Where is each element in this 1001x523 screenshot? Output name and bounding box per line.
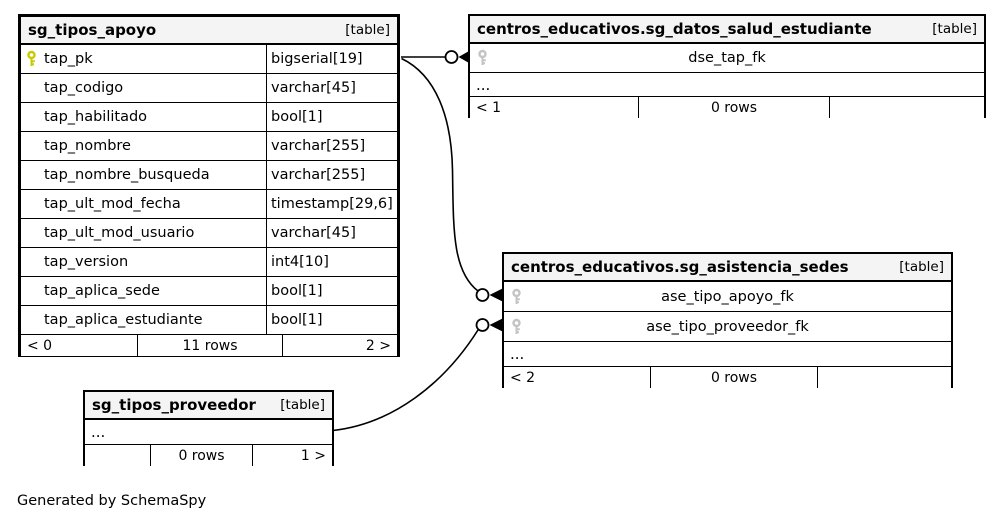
row-count: 0 rows: [638, 97, 830, 118]
table-footer: < 1 0 rows: [470, 97, 984, 118]
table-node-sg_datos_salud_estudiante[interactable]: centros_educativos.sg_datos_salud_estudi…: [468, 14, 986, 118]
table-header: centros_educativos.sg_asistencia_sedes […: [504, 254, 951, 282]
column-row: tap_codigo varchar[45]: [21, 74, 397, 103]
foreign-key-icon: [478, 49, 487, 65]
table-footer: < 0 11 rows 2 >: [21, 335, 397, 356]
column-row: tap_version int4[10]: [21, 248, 397, 277]
prev-relations-count: [85, 445, 150, 466]
foreign-key-icon: [512, 288, 521, 304]
column-row: tap_habilitado bool[1]: [21, 103, 397, 132]
table-title: sg_tipos_apoyo: [28, 21, 157, 39]
prev-relations-count: < 1: [476, 99, 502, 116]
column-type: bigserial[19]: [271, 51, 363, 67]
column-name: tap_aplica_estudiante: [44, 312, 203, 328]
fk-column-row: dse_tap_fk: [470, 44, 984, 73]
column-name: tap_nombre_busqueda: [44, 167, 210, 183]
column-row: tap_nombre_busqueda varchar[255]: [21, 161, 397, 190]
column-name: tap_ult_mod_usuario: [44, 225, 195, 241]
relationship-tap_pk-dse_tap_fk: [401, 50, 470, 64]
table-node-sg_tipos_apoyo[interactable]: sg_tipos_apoyo [table] tap_pk bigserial[…: [18, 14, 400, 357]
more-columns-ellipsis: ...: [85, 420, 332, 445]
column-name: tap_pk: [44, 51, 93, 67]
more-columns-ellipsis: ...: [470, 73, 984, 97]
table-title: centros_educativos.sg_datos_salud_estudi…: [477, 20, 872, 38]
next-relations-count: 1 >: [300, 447, 326, 464]
table-node-sg_tipos_proveedor[interactable]: sg_tipos_proveedor [table] ... 0 rows 1 …: [83, 390, 334, 466]
prev-relations-count: < 0: [27, 337, 53, 354]
table-footer: < 2 0 rows: [504, 367, 951, 388]
column-name: ase_tipo_apoyo_fk: [661, 288, 794, 305]
primary-key-icon: [27, 50, 36, 66]
row-count: 11 rows: [137, 335, 283, 356]
fk-column-row: ase_tipo_apoyo_fk: [504, 282, 951, 312]
column-type: bool[1]: [271, 312, 323, 328]
fk-column-row: ase_tipo_proveedor_fk: [504, 312, 951, 342]
column-row: tap_ult_mod_fecha timestamp[29,6]: [21, 190, 397, 219]
table-type-badge: [table]: [899, 259, 944, 275]
foreign-key-icon: [512, 318, 521, 334]
column-name: ase_tipo_proveedor_fk: [646, 318, 809, 335]
column-type: varchar[255]: [271, 138, 366, 154]
column-type: varchar[45]: [271, 80, 356, 96]
table-node-sg_asistencia_sedes[interactable]: centros_educativos.sg_asistencia_sedes […: [502, 252, 953, 388]
column-name: dse_tap_fk: [688, 50, 766, 66]
table-title: centros_educativos.sg_asistencia_sedes: [511, 258, 849, 276]
column-row: tap_nombre varchar[255]: [21, 132, 397, 161]
next-relations-count: [830, 97, 984, 118]
column-name: tap_habilitado: [44, 109, 148, 125]
column-name: tap_codigo: [44, 80, 124, 96]
column-type: int4[10]: [271, 254, 329, 270]
table-title: sg_tipos_proveedor: [92, 396, 256, 414]
column-type: bool[1]: [271, 109, 323, 125]
column-row: tap_pk bigserial[19]: [21, 45, 397, 74]
column-row: tap_aplica_sede bool[1]: [21, 277, 397, 306]
row-count: 0 rows: [150, 445, 253, 466]
generated-by-note: Generated by SchemaSpy: [17, 493, 207, 509]
column-name: tap_nombre: [44, 138, 131, 154]
more-columns-ellipsis: ...: [504, 342, 951, 367]
column-type: bool[1]: [271, 283, 323, 299]
table-header: centros_educativos.sg_datos_salud_estudi…: [470, 16, 984, 44]
column-name: tap_ult_mod_fecha: [44, 196, 181, 212]
prev-relations-count: < 2: [510, 369, 536, 386]
table-type-badge: [table]: [932, 21, 977, 37]
table-header: sg_tipos_apoyo [table]: [21, 17, 397, 45]
table-header: sg_tipos_proveedor [table]: [85, 392, 332, 420]
column-type: varchar[45]: [271, 225, 356, 241]
next-relations-count: 2 >: [365, 337, 391, 354]
table-type-badge: [table]: [280, 397, 325, 413]
column-type: varchar[255]: [271, 167, 366, 183]
column-type: timestamp[29,6]: [271, 196, 393, 212]
column-name: tap_version: [44, 254, 129, 270]
row-count: 0 rows: [650, 367, 818, 388]
column-name: tap_aplica_sede: [44, 283, 160, 299]
table-footer: 0 rows 1 >: [85, 445, 332, 466]
column-row: tap_ult_mod_usuario varchar[45]: [21, 219, 397, 248]
column-row: tap_aplica_estudiante bool[1]: [21, 306, 397, 335]
table-type-badge: [table]: [345, 22, 390, 38]
next-relations-count: [818, 367, 951, 388]
